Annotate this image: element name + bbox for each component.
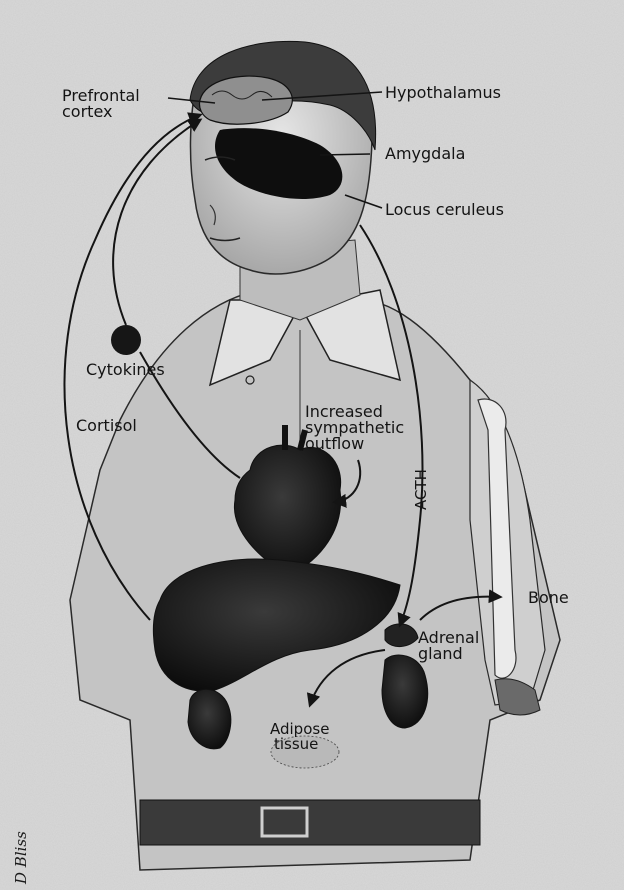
label-sympathetic-line3: outflow (305, 436, 404, 452)
label-sympathetic-outflow: Increased sympathetic outflow (305, 404, 404, 452)
label-prefrontal-cortex: Prefrontal cortex (62, 88, 140, 120)
label-adrenal-line2: gland (418, 646, 479, 662)
kidney-right (382, 655, 428, 728)
label-amygdala: Amygdala (385, 146, 465, 162)
pointer-amygdala (320, 154, 370, 155)
cytokine-dot (111, 325, 141, 355)
label-adipose-line2: tissue (270, 737, 329, 752)
label-adipose-tissue: Adipose tissue (270, 722, 329, 752)
artist-signature: D Bliss (12, 831, 30, 884)
label-cortisol: Cortisol (76, 418, 137, 434)
label-prefrontal-line2: cortex (62, 104, 140, 120)
label-locus-ceruleus: Locus ceruleus (385, 202, 504, 218)
belt (140, 800, 480, 845)
label-adrenal-gland: Adrenal gland (418, 630, 479, 662)
label-acth: ACTH (413, 469, 429, 510)
label-hypothalamus: Hypothalamus (385, 85, 501, 101)
label-bone: Bone (528, 590, 569, 606)
label-cytokines: Cytokines (86, 362, 165, 378)
